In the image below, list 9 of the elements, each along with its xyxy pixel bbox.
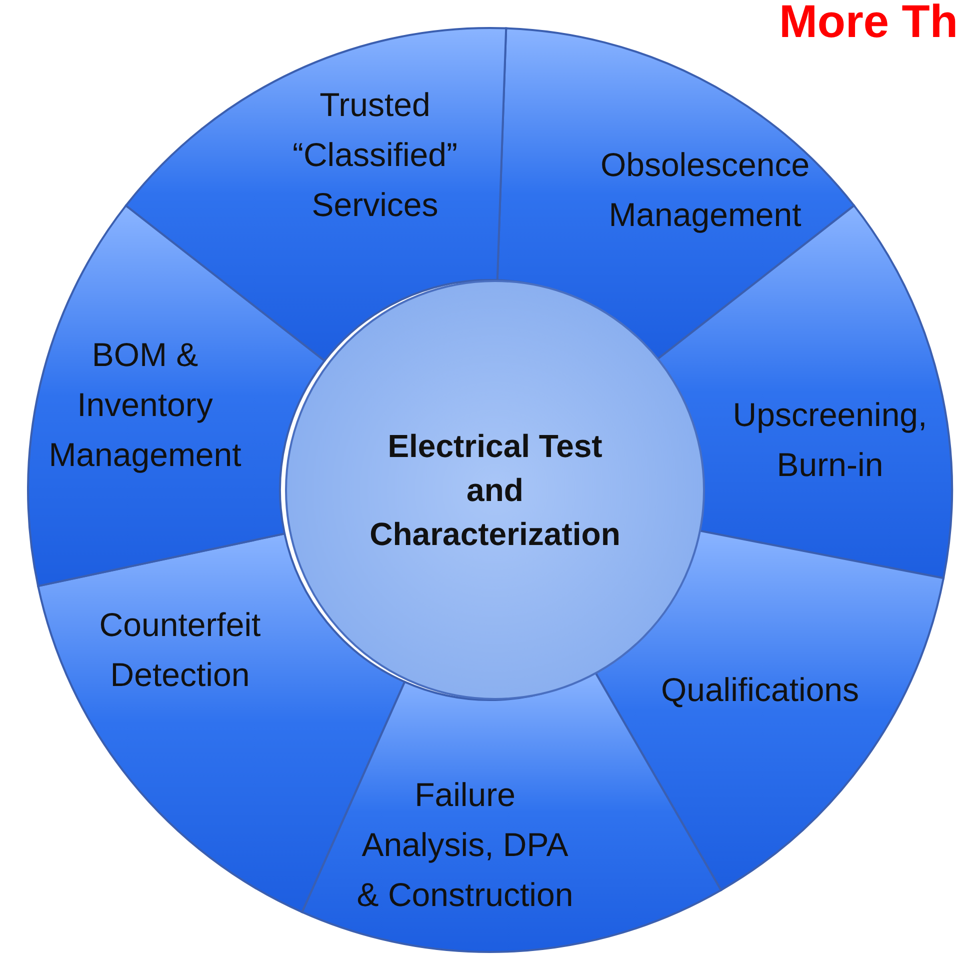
segment-label: Failure Analysis, DPA & Construction	[356, 775, 574, 915]
center-label: Electrical Test and Characterization	[368, 427, 622, 554]
segment-label: Trusted “Classified” Services	[291, 85, 459, 225]
segment-label: Upscreening, Burn-in	[732, 395, 928, 485]
segment-label: Counterfeit Detection	[98, 605, 262, 695]
title: More Th	[779, 0, 958, 48]
segment-label: BOM & Inventory Management	[48, 335, 242, 475]
segment-label: Obsolescence Management	[599, 145, 811, 235]
segment-label: Qualifications	[660, 670, 860, 710]
